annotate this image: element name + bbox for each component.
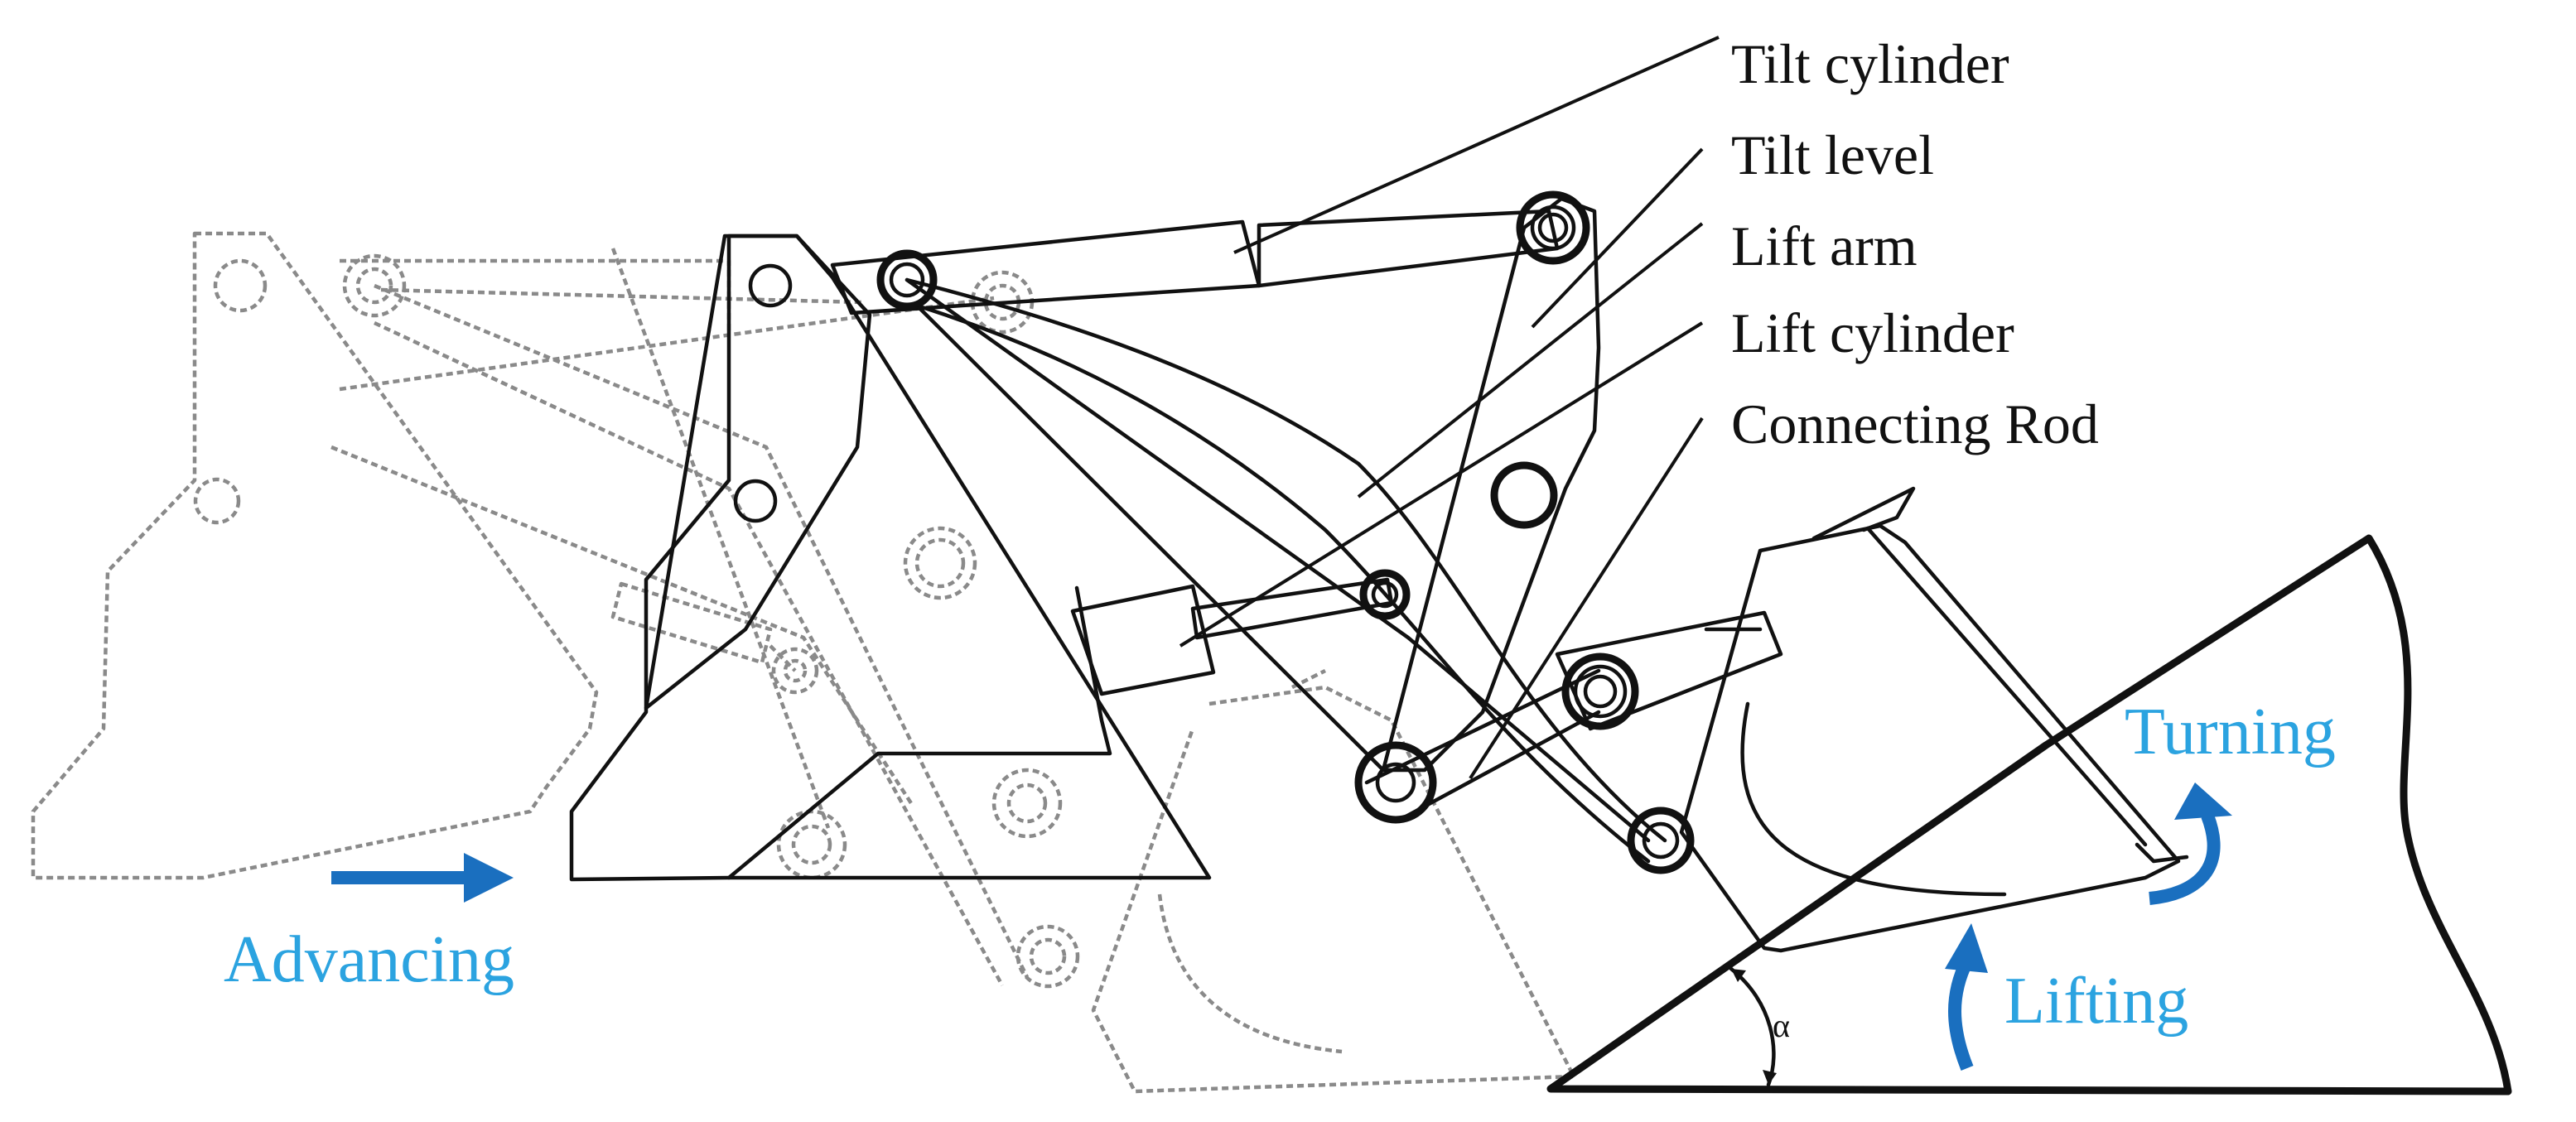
lift-arm-pin [1354, 668, 1601, 824]
lift-cylinder [1070, 569, 1411, 696]
tilt-cylinder [830, 209, 1560, 315]
ghost-tilt-pin [342, 253, 407, 318]
ghost-lift-arm [330, 248, 1030, 987]
label-tilt-cylinder: Tilt cylinder [1731, 32, 2009, 95]
material-pile [1546, 534, 2512, 1096]
bucket [1679, 486, 2189, 953]
ghost-cylinder [610, 581, 819, 695]
label-lift-cylinder: Lift cylinder [1731, 301, 2014, 364]
label-lifting: Lifting [2004, 965, 2188, 1038]
curved-arrow-up-icon [1945, 923, 1988, 1071]
connecting-rod [1555, 610, 1783, 874]
angle-marker [1729, 966, 1777, 1087]
lift-arm [904, 277, 1667, 864]
label-tilt-level: Tilt level [1731, 123, 1934, 186]
ghost-bucket [1091, 668, 1576, 1094]
tilt-lever [1381, 190, 1601, 773]
label-turning: Turning [2125, 696, 2336, 768]
label-connecting-rod: Connecting Rod [1731, 392, 2099, 455]
label-advancing: Advancing [224, 923, 514, 996]
leader-lines [1179, 36, 1720, 780]
curved-arrow-icon [2149, 783, 2232, 905]
label-lift-arm: Lift arm [1731, 214, 1918, 277]
arrow-right-icon [331, 853, 514, 903]
angle-label: α [1773, 1007, 1790, 1044]
tilt-cylinder-pin [876, 249, 938, 311]
frame-plate [569, 234, 1212, 882]
ghost-frame [31, 231, 862, 880]
